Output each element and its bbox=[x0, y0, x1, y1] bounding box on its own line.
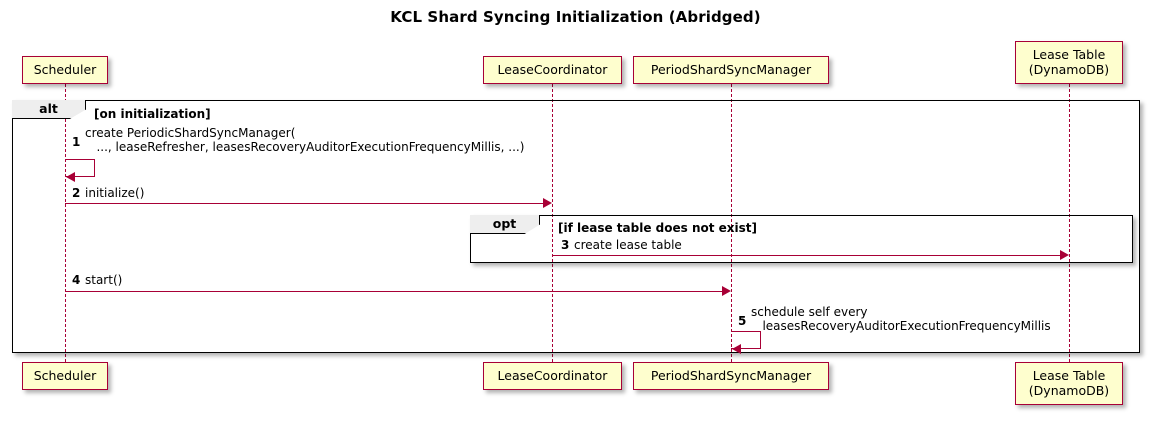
participant-scheduler-bottom[interactable]: Scheduler bbox=[22, 362, 108, 390]
fragment-alt-condition: [on initialization] bbox=[94, 107, 211, 121]
fragment-alt bbox=[12, 100, 1140, 353]
message-1-arrowhead bbox=[66, 172, 75, 182]
participant-leasecoordinator-top[interactable]: LeaseCoordinator bbox=[483, 56, 622, 84]
message-3-line bbox=[552, 255, 1060, 256]
lifeline-leasecoordinator bbox=[552, 84, 553, 362]
lifeline-leasetable bbox=[1069, 84, 1070, 362]
message-1-number: 1 bbox=[72, 135, 81, 149]
message-2-label: initialize() bbox=[85, 186, 145, 200]
message-3-number: 3 bbox=[561, 238, 570, 252]
message-4-label: start() bbox=[85, 273, 123, 287]
message-2-number: 2 bbox=[72, 186, 81, 200]
message-1-self-loop bbox=[65, 159, 95, 177]
fragment-alt-keyword: alt bbox=[12, 100, 86, 119]
message-4-arrowhead bbox=[722, 286, 731, 296]
message-3-label: create lease table bbox=[574, 238, 682, 252]
participant-periodshardsyncmanager-top[interactable]: PeriodShardSyncManager bbox=[633, 56, 829, 84]
message-5-arrowhead bbox=[732, 344, 741, 354]
message-1-label: create PeriodicShardSyncManager( ..., le… bbox=[85, 126, 525, 154]
message-4-number: 4 bbox=[72, 273, 81, 287]
message-5-number: 5 bbox=[738, 314, 747, 328]
page-title: KCL Shard Syncing Initialization (Abridg… bbox=[390, 8, 761, 26]
participant-leasecoordinator-bottom[interactable]: LeaseCoordinator bbox=[483, 362, 622, 390]
lifeline-periodshardsyncmanager bbox=[731, 84, 732, 362]
participant-scheduler-top[interactable]: Scheduler bbox=[22, 56, 108, 84]
message-2-line bbox=[65, 203, 544, 204]
message-3-arrowhead bbox=[1060, 250, 1069, 260]
lifeline-scheduler bbox=[65, 84, 66, 362]
message-2-arrowhead bbox=[543, 198, 552, 208]
message-5-label: schedule self every leasesRecoveryAudito… bbox=[751, 305, 1051, 333]
fragment-opt-condition: [if lease table does not exist] bbox=[558, 221, 758, 235]
participant-periodshardsyncmanager-bottom[interactable]: PeriodShardSyncManager bbox=[633, 362, 829, 390]
message-4-line bbox=[65, 291, 722, 292]
fragment-opt bbox=[470, 215, 1133, 263]
participant-leasetable-top[interactable]: Lease Table (DynamoDB) bbox=[1015, 41, 1123, 84]
fragment-opt-keyword: opt bbox=[470, 215, 540, 234]
participant-leasetable-bottom[interactable]: Lease Table (DynamoDB) bbox=[1015, 362, 1123, 405]
message-5-self-loop bbox=[731, 331, 761, 349]
